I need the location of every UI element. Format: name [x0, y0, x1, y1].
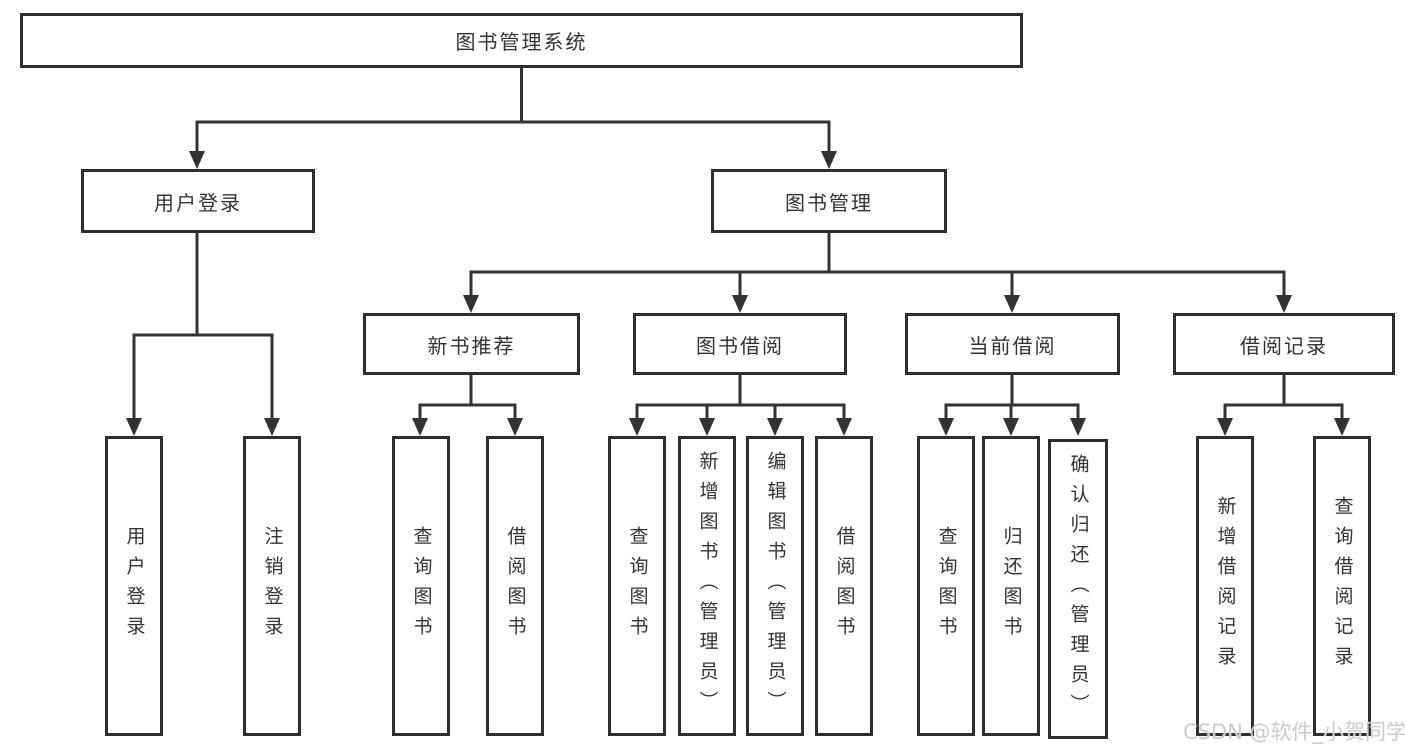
leaf-user-login-label: 用户登录 — [123, 526, 146, 646]
leaf-borrow-books-recommend: 借阅图书 — [486, 436, 544, 736]
leaf-query-books-current: 查询图书 — [917, 436, 975, 736]
leaf-borrow-books-label: 借阅图书 — [833, 526, 856, 646]
node-borrowing-records-label: 借阅记录 — [1240, 333, 1328, 358]
node-root: 图书管理系统 — [20, 13, 1023, 68]
leaf-query-books-recommend-label: 查询图书 — [410, 526, 433, 646]
leaf-query-books-borrowing-label: 查询图书 — [626, 526, 649, 646]
arrowheads — [126, 151, 1350, 436]
csdn-watermark: CSDN @软件_小贺同学 — [1183, 720, 1405, 744]
node-current-borrowing: 当前借阅 — [905, 313, 1120, 375]
leaf-logout: 注销登录 — [243, 436, 301, 736]
node-user-login-branch-label: 用户登录 — [154, 190, 242, 215]
leaf-borrow-books: 借阅图书 — [815, 436, 873, 736]
leaf-query-books-recommend: 查询图书 — [392, 436, 450, 736]
leaf-confirm-return-admin: 确认归还（管理员） — [1048, 439, 1108, 739]
leaf-confirm-return-admin-label: 确认归还（管理员） — [1067, 454, 1090, 724]
leaf-logout-label: 注销登录 — [261, 526, 284, 646]
leaf-edit-books-admin: 编辑图书（管理员） — [746, 436, 804, 736]
node-new-book-recommend: 新书推荐 — [363, 313, 580, 375]
leaf-return-books-label: 归还图书 — [1000, 526, 1023, 646]
node-book-borrowing: 图书借阅 — [633, 313, 847, 375]
leaf-add-borrow-record: 新增借阅记录 — [1196, 436, 1254, 736]
node-borrowing-records: 借阅记录 — [1173, 313, 1395, 375]
leaf-add-books-admin-label: 新增图书（管理员） — [696, 451, 719, 721]
leaf-query-books-current-label: 查询图书 — [935, 526, 958, 646]
leaf-edit-books-admin-label: 编辑图书（管理员） — [764, 451, 787, 721]
leaf-query-borrow-record-label: 查询借阅记录 — [1331, 496, 1354, 676]
leaf-user-login: 用户登录 — [105, 436, 163, 736]
node-current-borrowing-label: 当前借阅 — [968, 333, 1057, 358]
node-book-management: 图书管理 — [711, 169, 947, 233]
node-book-borrowing-label: 图书借阅 — [696, 333, 784, 358]
leaf-query-books-borrowing: 查询图书 — [608, 436, 666, 736]
node-root-label: 图书管理系统 — [455, 30, 588, 54]
node-user-login-branch: 用户登录 — [81, 169, 315, 233]
node-book-management-label: 图书管理 — [785, 190, 873, 215]
leaf-add-borrow-record-label: 新增借阅记录 — [1214, 496, 1237, 676]
leaf-query-borrow-record: 查询借阅记录 — [1313, 436, 1371, 736]
leaf-return-books: 归还图书 — [982, 436, 1040, 736]
leaf-borrow-books-recommend-label: 借阅图书 — [504, 526, 527, 646]
node-new-book-recommend-label: 新书推荐 — [427, 333, 516, 358]
leaf-add-books-admin: 新增图书（管理员） — [678, 436, 736, 736]
